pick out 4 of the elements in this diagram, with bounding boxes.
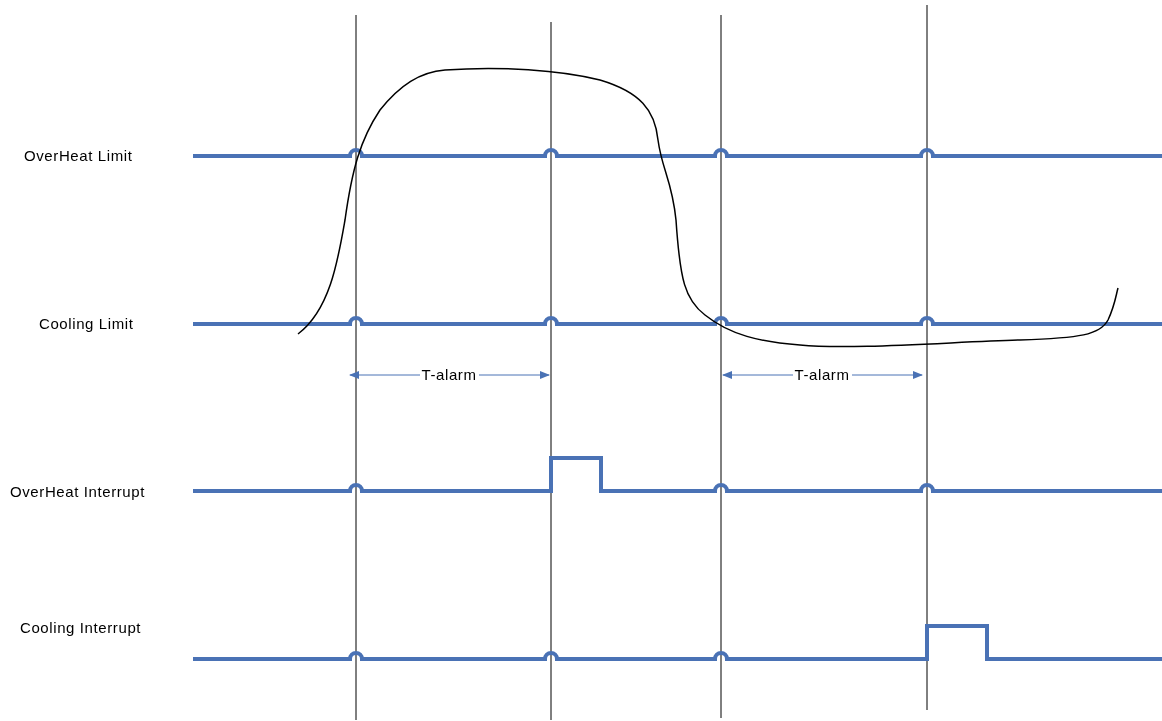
- signal-name: OverHeat Limit: [24, 147, 133, 165]
- signal-name: OverHeat Interrupt: [10, 483, 146, 501]
- signal-name: Cooling Interrupt: [20, 619, 142, 637]
- signal-name: Cooling Limit: [39, 315, 134, 333]
